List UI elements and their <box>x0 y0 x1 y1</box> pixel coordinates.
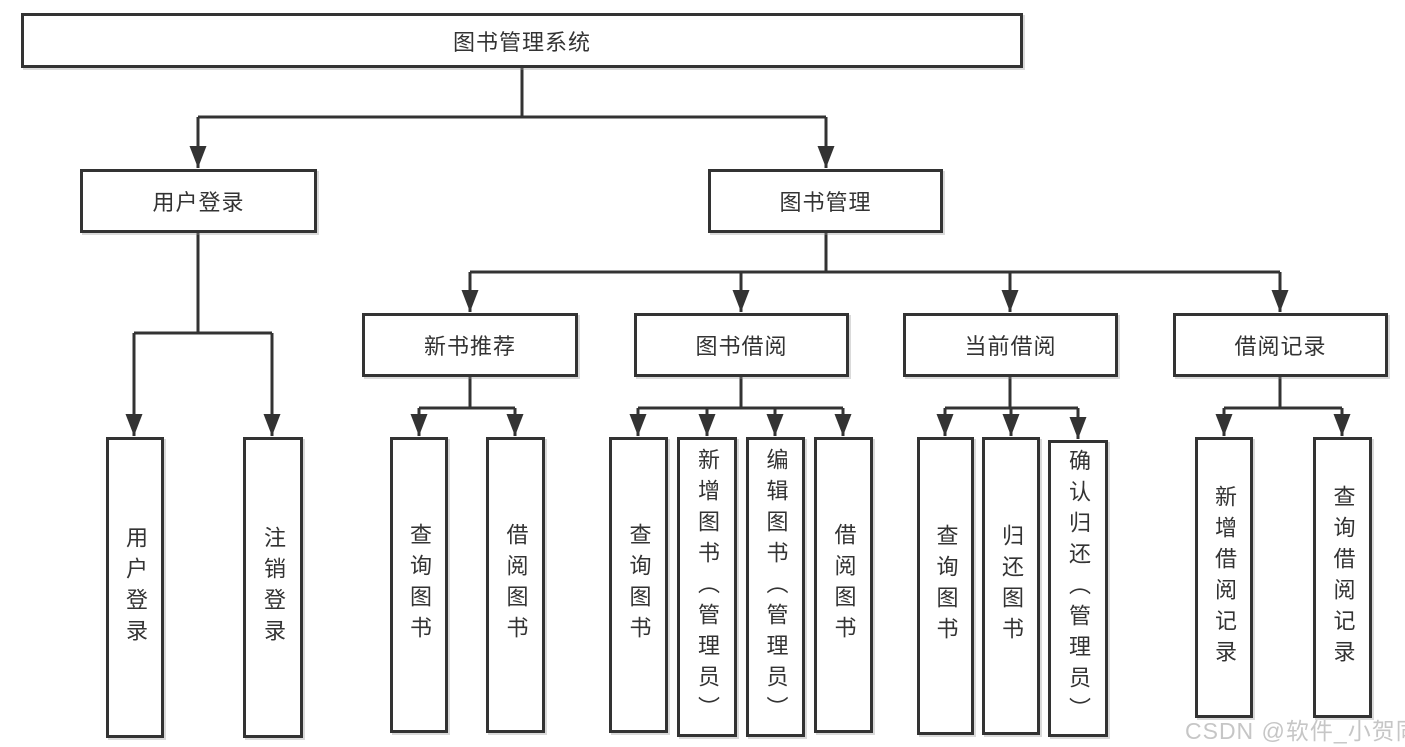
leaf-bb-borrow-books-label: 借阅图书 <box>831 523 857 647</box>
watermark: CSDN @软件_小贺同学 <box>1185 718 1405 744</box>
node-root: 图书管理系统 <box>21 13 1023 68</box>
node-new-book-recommend: 新书推荐 <box>362 313 578 377</box>
leaf-bb-query-books: 查询图书 <box>609 437 668 733</box>
leaf-user-login-label: 用户登录 <box>123 525 148 650</box>
leaf-cb-return-books: 归还图书 <box>982 437 1040 735</box>
leaf-nb-query-books-label: 查询图书 <box>407 523 432 647</box>
leaf-cb-query-books: 查询图书 <box>917 437 974 735</box>
leaf-cb-confirm-return-admin-label: 确认归还（管理员） <box>1066 449 1091 728</box>
leaf-bb-add-books-admin: 新增图书（管理员） <box>677 437 737 737</box>
leaf-bb-edit-books-admin-label: 编辑图书（管理员） <box>763 447 789 727</box>
node-borrow-records: 借阅记录 <box>1173 313 1388 377</box>
node-book-borrow-label: 图书借阅 <box>695 334 788 359</box>
leaf-logout-login-label: 注销登录 <box>261 525 286 650</box>
leaf-br-add-borrow-record-label: 新增借阅记录 <box>1212 484 1237 671</box>
node-book-management-label: 图书管理 <box>779 190 872 215</box>
node-new-book-recommend-label: 新书推荐 <box>423 334 516 359</box>
node-current-borrow-label: 当前借阅 <box>964 334 1057 359</box>
leaf-cb-return-books-label: 归还图书 <box>999 524 1024 648</box>
leaf-bb-edit-books-admin: 编辑图书（管理员） <box>746 437 805 737</box>
leaf-br-add-borrow-record: 新增借阅记录 <box>1195 437 1253 718</box>
leaf-cb-confirm-return-admin: 确认归还（管理员） <box>1048 440 1108 737</box>
node-user-login-label: 用户登录 <box>152 190 245 215</box>
leaf-nb-borrow-books-label: 借阅图书 <box>503 523 529 647</box>
leaf-br-query-borrow-record-label: 查询借阅记录 <box>1330 484 1356 671</box>
leaf-bb-query-books-label: 查询图书 <box>626 523 652 647</box>
leaf-bb-borrow-books: 借阅图书 <box>814 437 873 733</box>
leaf-nb-borrow-books: 借阅图书 <box>486 437 545 733</box>
leaf-nb-query-books: 查询图书 <box>390 437 448 733</box>
leaf-cb-query-books-label: 查询图书 <box>933 524 959 648</box>
node-user-login: 用户登录 <box>80 169 317 233</box>
node-current-borrow: 当前借阅 <box>903 313 1118 377</box>
leaf-user-login: 用户登录 <box>106 437 164 738</box>
node-borrow-records-label: 借阅记录 <box>1234 334 1327 359</box>
node-book-borrow: 图书借阅 <box>634 313 849 377</box>
node-book-management: 图书管理 <box>708 169 943 233</box>
leaf-logout-login: 注销登录 <box>243 437 303 738</box>
node-root-label: 图书管理系统 <box>452 29 591 55</box>
leaf-br-query-borrow-record: 查询借阅记录 <box>1313 437 1372 718</box>
leaf-bb-add-books-admin-label: 新增图书（管理员） <box>695 447 720 727</box>
